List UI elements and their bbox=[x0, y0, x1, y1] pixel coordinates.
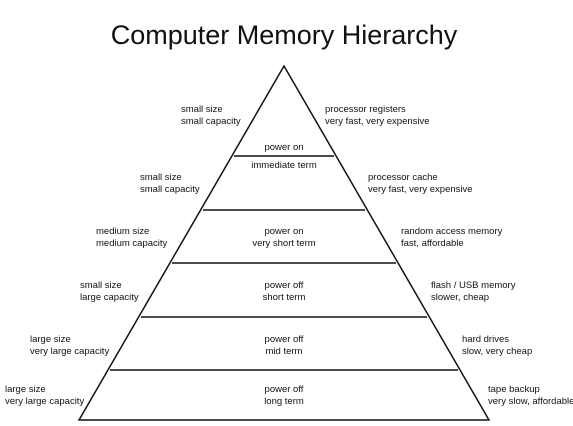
tier-4-left-line-1: small size bbox=[80, 280, 122, 291]
tier-3-right-line-2: fast, affordable bbox=[401, 238, 464, 249]
tier-6-left-line-1: large size bbox=[5, 384, 46, 395]
tier-4-center-line-1: power off bbox=[265, 280, 304, 291]
pyramid-outline bbox=[77, 64, 491, 421]
tier-1-right-line-2: very fast, very expensive bbox=[325, 116, 430, 127]
tier-2-left-line-2: small capacity bbox=[140, 184, 200, 195]
tier-2-left-line-1: small size bbox=[140, 172, 182, 183]
tier-6-right-line-1: tape backup bbox=[488, 384, 540, 395]
tier-4-right-line-1: flash / USB memory bbox=[431, 280, 516, 291]
tier-3-left-line-1: medium size bbox=[96, 226, 149, 237]
tier-3-left-line-2: medium capacity bbox=[96, 238, 168, 249]
tier-2-right-line-1: processor cache bbox=[368, 172, 438, 183]
tier-3-right-line-1: random access memory bbox=[401, 226, 503, 237]
tier-6-left-line-2: very large capacity bbox=[5, 396, 84, 407]
tier-1-right-line-1: processor registers bbox=[325, 104, 406, 115]
tier-5-right-line-2: slow, very cheap bbox=[462, 346, 532, 357]
tier-5-center-line-1: power off bbox=[265, 334, 304, 345]
tier-4-left-line-2: large capacity bbox=[80, 292, 139, 303]
tier-2-right-line-2: very fast, very expensive bbox=[368, 184, 473, 195]
tier-3-center-line-1: power on bbox=[264, 226, 303, 237]
tier-6-right-line-2: very slow, affordable bbox=[488, 396, 573, 407]
tier-1-center-line-2: immediate term bbox=[251, 160, 317, 171]
tier-6-center-line-2: long term bbox=[264, 396, 304, 407]
tier-5-left-line-2: very large capacity bbox=[30, 346, 109, 357]
tier-1-left-line-1: small size bbox=[181, 104, 223, 115]
diagram-title: Computer Memory Hierarchy bbox=[111, 20, 458, 50]
tier-4-right-line-2: slower, cheap bbox=[431, 292, 489, 303]
tier-5-center-line-2: mid term bbox=[266, 346, 303, 357]
tier-4-center-line-2: short term bbox=[263, 292, 306, 303]
tier-5-left-line-1: large size bbox=[30, 334, 71, 345]
tier-5-right-line-1: hard drives bbox=[462, 334, 509, 345]
tier-1-left-line-2: small capacity bbox=[181, 116, 241, 127]
tier-6-center-line-1: power off bbox=[265, 384, 304, 395]
tier-3-center-line-2: very short term bbox=[252, 238, 315, 249]
tier-1-center-line-1: power on bbox=[264, 142, 303, 153]
